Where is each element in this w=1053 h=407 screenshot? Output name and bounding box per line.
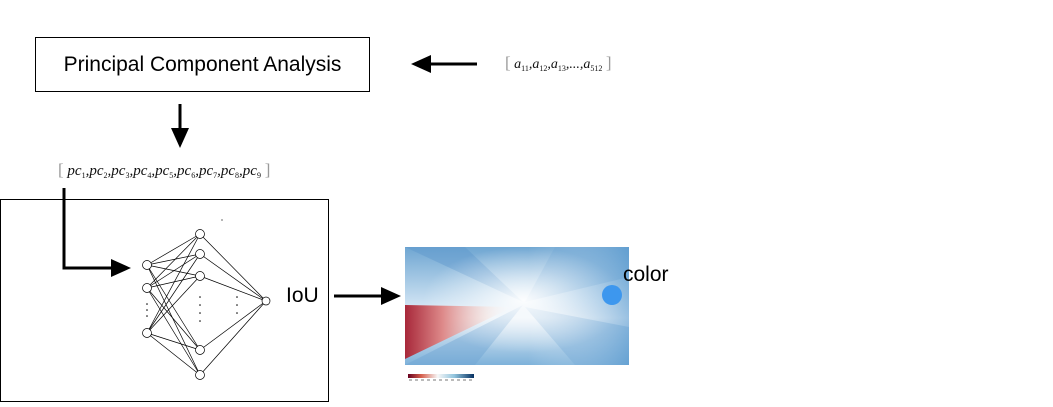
input-vector-term-subscript: 11 bbox=[521, 64, 529, 73]
input-vector-comma: , bbox=[565, 57, 570, 72]
pc-vector-term-base: pc bbox=[111, 163, 126, 179]
iou-label: IoU bbox=[286, 284, 319, 307]
pc-vector-term: pc2 bbox=[89, 163, 108, 180]
input-vector-comma: , bbox=[579, 57, 584, 72]
pc-vector-term-subscript: 7 bbox=[213, 171, 218, 180]
pc-vector-comma: , bbox=[239, 163, 243, 179]
pc-vector-comma: , bbox=[107, 163, 112, 179]
input-vector-open-bracket: [ bbox=[505, 53, 511, 72]
pc-vector-term-subscript: 2 bbox=[103, 171, 108, 180]
pc-vector-comma: , bbox=[151, 163, 156, 179]
heatmap-image bbox=[405, 247, 629, 365]
arrow-iou-to-heatmap bbox=[334, 287, 401, 305]
input-vector-term: a13 bbox=[550, 57, 566, 73]
pc-vector-open-bracket: [ bbox=[58, 160, 64, 179]
input-vector-comma: , bbox=[528, 57, 533, 72]
pc-vector-term-base: pc bbox=[67, 163, 82, 179]
pc-vector-term-base: pc bbox=[220, 163, 236, 179]
pc-vector-term-subscript: 9 bbox=[256, 171, 261, 180]
pc-vector-term-subscript: 4 bbox=[147, 171, 152, 180]
pc-vector-term: pc5 bbox=[155, 163, 174, 180]
input-vector-terms: a11,a12,a13,...,a512 bbox=[514, 57, 603, 73]
input-vector-close-bracket: ] bbox=[605, 53, 612, 72]
pc-vector-term-subscript: 5 bbox=[169, 171, 174, 180]
pc-vector-comma: , bbox=[195, 163, 199, 179]
pc-vector-term-base: pc bbox=[89, 163, 104, 179]
input-vector-term-base: a bbox=[583, 57, 591, 72]
pc-vector-term-subscript: 6 bbox=[191, 171, 196, 180]
input-vector-term: a12 bbox=[532, 57, 548, 73]
pc-vector-term-base: pc bbox=[133, 163, 148, 179]
input-vector-term-subscript: 12 bbox=[539, 64, 548, 73]
input-vector-term-subscript: 13 bbox=[557, 64, 566, 73]
pc-vector-term: pc4 bbox=[133, 163, 152, 180]
pc-vector-term: pc6 bbox=[177, 163, 196, 180]
pc-vector-close-bracket: ] bbox=[264, 160, 271, 179]
input-vector-term: a11 bbox=[514, 57, 529, 73]
pc-vector-term: pc3 bbox=[111, 163, 130, 180]
input-vector-term-base: ... bbox=[569, 57, 580, 72]
pc-vector-term-subscript: 3 bbox=[125, 171, 130, 180]
neural-network-panel bbox=[0, 199, 329, 402]
pca-box: Principal Component Analysis bbox=[35, 37, 370, 92]
pc-vector-term-base: pc bbox=[155, 163, 170, 179]
pca-title: Principal Component Analysis bbox=[63, 52, 342, 76]
pc-vector: [ pc1,pc2,pc3,pc4,pc5,pc6,pc7,pc8,pc9 ] bbox=[58, 160, 270, 180]
input-vector-term-base: a bbox=[532, 57, 540, 72]
pc-vector-comma: , bbox=[217, 163, 221, 179]
pc-vector-term-subscript: 8 bbox=[235, 171, 240, 180]
input-vector: [ a11,a12,a13,...,a512 ] bbox=[505, 53, 612, 73]
arrow-input-to-pca bbox=[411, 55, 477, 73]
pc-vector-comma: , bbox=[129, 163, 134, 179]
input-vector-term: ... bbox=[569, 57, 580, 72]
color-label: color bbox=[623, 263, 669, 286]
pc-vector-term-base: pc bbox=[177, 163, 192, 179]
pc-vector-term-base: pc bbox=[242, 163, 257, 179]
colorbar-tick-marks bbox=[409, 379, 472, 381]
pc-vector-term: pc9 bbox=[242, 163, 261, 180]
pc-vector-term-subscript: 1 bbox=[81, 171, 86, 180]
pc-vector-term: pc8 bbox=[220, 163, 240, 180]
input-vector-term-base: a bbox=[514, 57, 522, 72]
pc-vector-term: pc7 bbox=[198, 163, 218, 180]
pc-vector-term: pc1 bbox=[67, 163, 86, 180]
input-vector-comma: , bbox=[547, 57, 551, 72]
pc-vector-comma: , bbox=[173, 163, 178, 179]
input-vector-term-base: a bbox=[550, 57, 558, 72]
pc-vector-term-base: pc bbox=[198, 163, 214, 179]
pc-vector-terms: pc1,pc2,pc3,pc4,pc5,pc6,pc7,pc8,pc9 bbox=[67, 163, 261, 180]
arrow-pca-to-pc-vector bbox=[171, 104, 189, 148]
heatmap-colorbar bbox=[408, 374, 474, 378]
pc-vector-comma: , bbox=[85, 163, 90, 179]
input-vector-term-subscript: 512 bbox=[590, 64, 603, 73]
input-vector-term: a512 bbox=[583, 57, 603, 73]
